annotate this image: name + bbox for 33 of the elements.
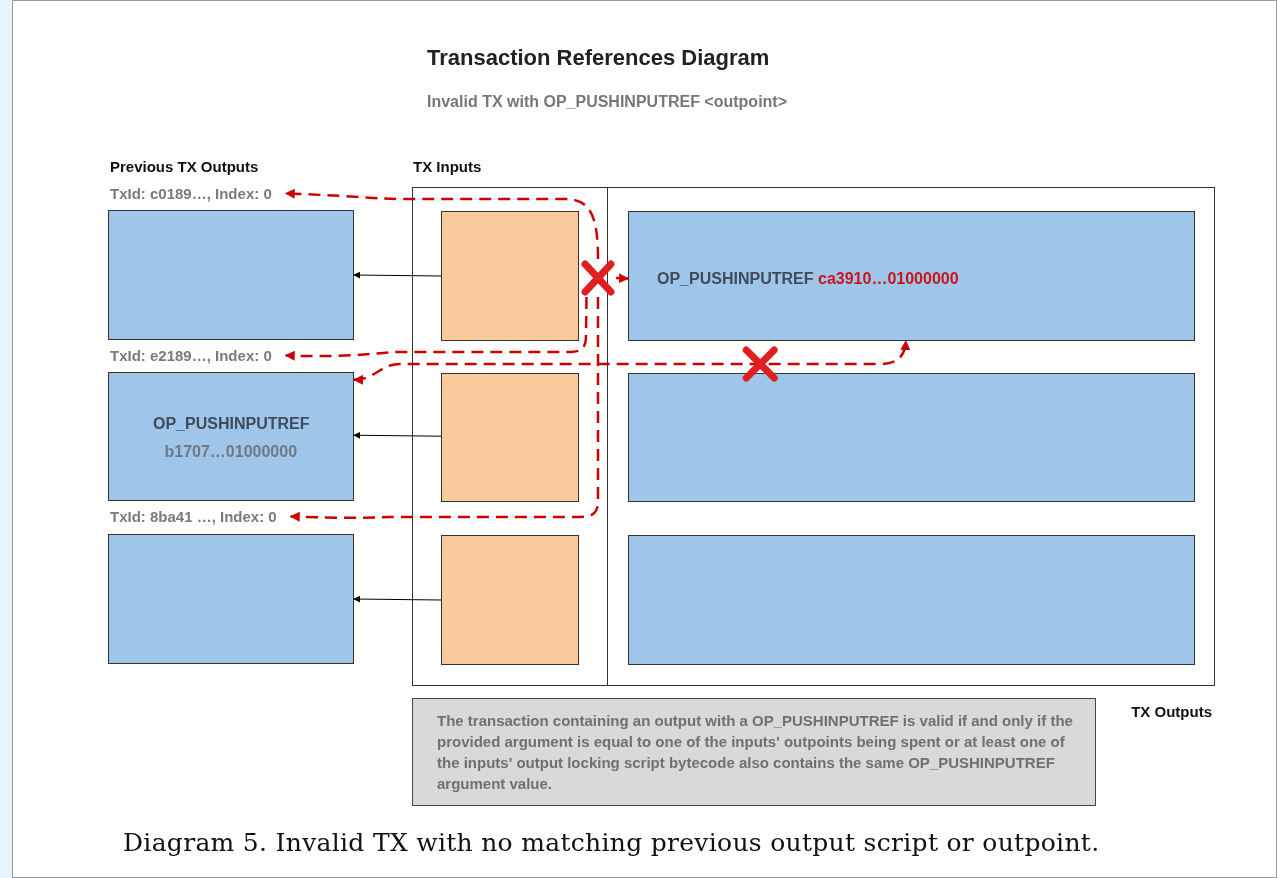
column-heading: Previous TX Outputs <box>110 158 259 175</box>
output-box <box>628 211 1195 341</box>
note-text: The transaction containing an output with a OP_PUSHINPUTREF is valid if and only if the provided argument is equal to one of the inputs' outpoints being spent or at least one of the inputs' output locking script bytecode also contains the same OP_PUSHINPUTREF argument value. <box>437 711 1073 794</box>
cross-mark <box>580 259 616 297</box>
dashed-arrow <box>289 297 600 522</box>
box <box>628 535 1195 665</box>
dashed-arrow <box>353 340 910 385</box>
txid-label: TxId: c0189…, Index: 0 <box>110 185 272 202</box>
caption: Diagram 5. Invalid TX with no matching previous output script or outpoint. <box>123 828 1100 857</box>
txid-label: TxId: 8ba41 …, Index: 0 <box>110 508 277 525</box>
script-text: OP_PUSHINPUTREF <box>153 415 310 433</box>
dashed-arrow <box>284 188 600 259</box>
arrow <box>353 271 442 279</box>
dashed-arrow <box>615 273 629 284</box>
hash-text: b1707…01000000 <box>164 443 298 461</box>
box <box>441 211 579 341</box>
script-text: OP_PUSHINPUTREF <box>657 270 814 288</box>
box <box>441 535 579 665</box>
arrow <box>353 431 442 439</box>
box <box>441 373 579 502</box>
output-box <box>108 372 354 501</box>
note-box <box>412 698 1096 806</box>
panel-heading: TX Outputs <box>1131 703 1212 720</box>
title: Transaction References Diagram <box>427 45 770 71</box>
panel-heading: TX Inputs <box>413 158 482 175</box>
subtitle: Invalid TX with OP_PUSHINPUTREF <outpoint> <box>427 93 788 111</box>
box <box>108 210 354 340</box>
box <box>628 373 1195 502</box>
hash-text: ca3910…01000000 <box>818 270 959 288</box>
txid-label: TxId: e2189…, Index: 0 <box>110 347 272 364</box>
dashed-arrow <box>284 297 588 361</box>
arrow <box>353 595 442 603</box>
box <box>108 534 354 664</box>
